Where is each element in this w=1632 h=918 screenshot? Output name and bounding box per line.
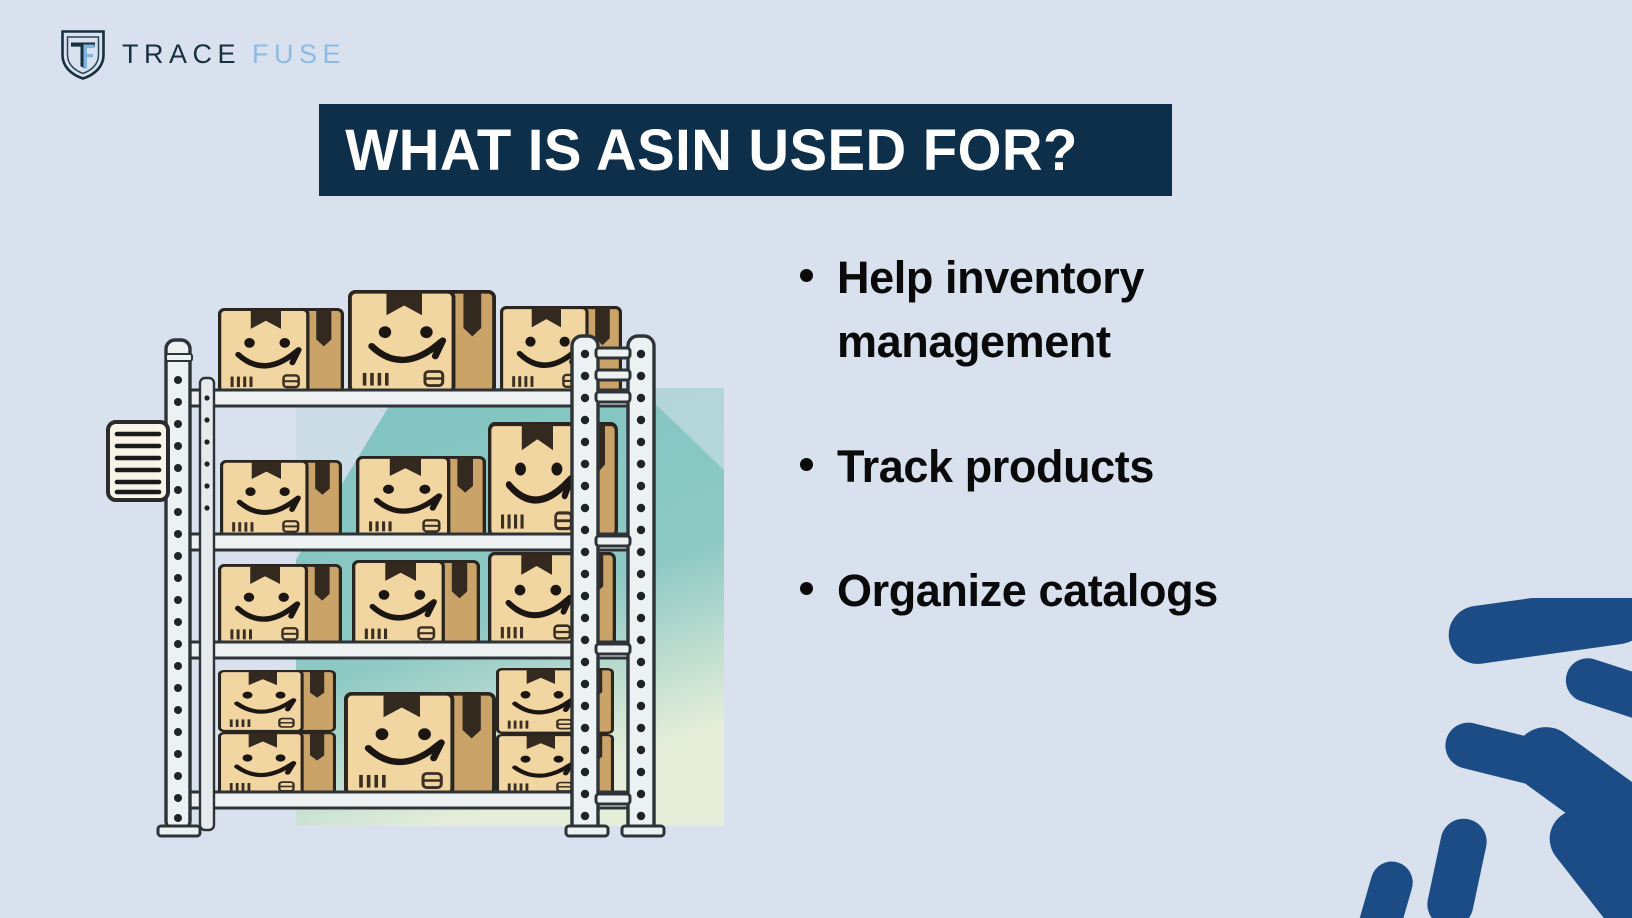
list-item-label: Track products [837,440,1155,492]
document-lines-icon [106,420,170,502]
bullet-dot-icon [800,457,813,471]
title-banner: WHAT IS ASIN USED FOR? [319,104,1172,196]
list-item: Help inventory management [800,246,1360,375]
list-item-label: Organize catalogs [837,565,1218,617]
warehouse-shelving-illustration [100,270,750,850]
bullet-dot-icon [800,582,813,596]
shield-tf-monogram-icon [60,28,106,80]
brand-wordmark: TRACE FUSE [122,39,346,70]
page-title: WHAT IS ASIN USED FOR? [345,117,1078,183]
list-item-label: Help inventory management [837,252,1144,368]
list-item: Track products [800,435,1360,499]
list-item: Organize catalogs [800,559,1360,623]
benefits-list: Help inventory management Track products… [800,246,1360,623]
brand-logo[interactable]: TRACE FUSE [60,28,346,80]
bullet-dot-icon [800,269,813,282]
brand-name-fuse: FUSE [252,38,347,69]
blue-burst-petals [1332,598,1632,918]
brand-name-trace: TRACE [122,38,242,69]
